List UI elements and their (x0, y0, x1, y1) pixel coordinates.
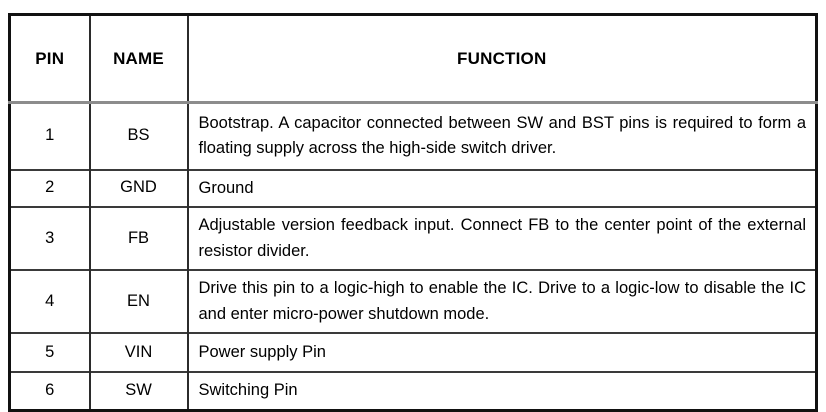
cell-function: Power supply Pin (186, 332, 817, 373)
cell-function: Bootstrap. A capacitor connected between… (186, 102, 817, 170)
cell-function-text: Drive this pin to a logic-high to enable… (198, 279, 807, 323)
table-row: 4 EN Drive this pin to a logic-high to e… (9, 269, 817, 334)
cell-function-text: Ground (198, 178, 254, 197)
cell-name: EN (88, 269, 188, 334)
page-root: PIN NAME FUNCTION 1 BS Bootstrap. A capa… (8, 13, 818, 412)
cell-name: SW (88, 371, 188, 411)
cell-function-text: Bootstrap. A capacitor connected between… (198, 113, 807, 158)
table-header-row: PIN NAME FUNCTION (9, 14, 817, 104)
cell-function: Switching Pin (186, 371, 817, 411)
cell-name: GND (88, 168, 188, 208)
cell-function: Adjustable version feedback input. Conne… (186, 206, 817, 271)
cell-pin: 6 (9, 371, 90, 411)
cell-function-text: Adjustable version feedback input. Conne… (198, 216, 807, 260)
table-row: 3 FB Adjustable version feedback input. … (9, 206, 817, 271)
column-header-name: NAME (88, 14, 188, 104)
column-header-pin: PIN (9, 14, 90, 104)
table-row: 6 SW Switching Pin (9, 371, 817, 411)
cell-name: FB (88, 206, 188, 271)
table-row: 1 BS Bootstrap. A capacitor connected be… (9, 102, 817, 170)
cell-pin: 1 (9, 102, 90, 170)
cell-function: Ground (186, 168, 817, 208)
cell-function: Drive this pin to a logic-high to enable… (186, 269, 817, 334)
column-header-function: FUNCTION (186, 14, 817, 104)
cell-function-text: Switching Pin (198, 381, 298, 400)
cell-pin: 4 (9, 269, 90, 334)
cell-function-text: Power supply Pin (198, 343, 326, 362)
table-row: 5 VIN Power supply Pin (9, 332, 817, 373)
cell-pin: 3 (9, 206, 90, 271)
cell-name: VIN (88, 332, 188, 373)
table-row: 2 GND Ground (9, 168, 817, 208)
cell-name: BS (88, 102, 188, 170)
cell-pin: 5 (9, 332, 90, 373)
cell-pin: 2 (9, 168, 90, 208)
pin-description-table: PIN NAME FUNCTION 1 BS Bootstrap. A capa… (8, 13, 818, 412)
